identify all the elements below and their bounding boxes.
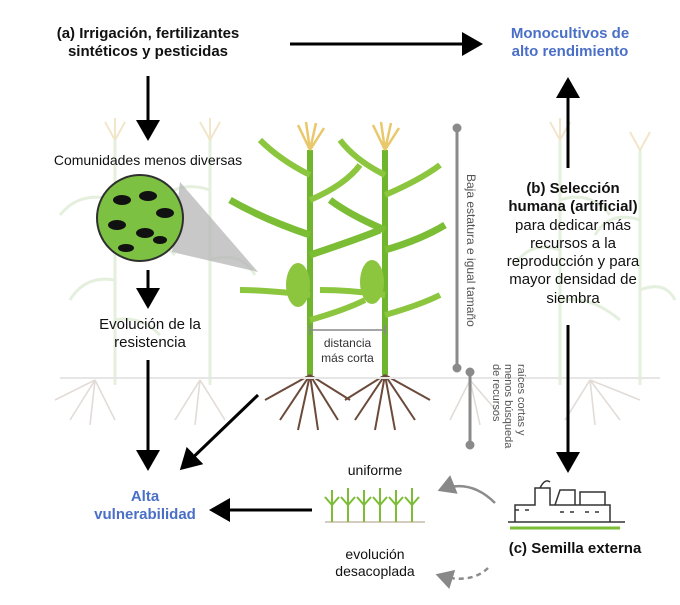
label-baja-estatura: Baja estatura e igual tamaño: [464, 174, 478, 327]
label-b-desc-2: recursos a la: [530, 234, 616, 252]
label-b-line2: humana (artificial): [508, 198, 638, 216]
insect-circle-icon: [96, 174, 184, 262]
label-raices-line2: menos búsqueda: [502, 364, 515, 449]
label-monocultivos-line2: alto rendimiento: [511, 43, 629, 61]
seedling-row-icon: [324, 488, 425, 523]
label-b: (b) Selección humana (artificial) para d…: [488, 180, 658, 308]
label-monocultivos: Monocultivos de alto rendimiento: [490, 25, 650, 62]
label-distancia-line2: más corta: [321, 350, 374, 365]
label-uniforme: uniforme: [347, 462, 403, 478]
label-b-desc-1: para dedicar más: [515, 216, 631, 234]
main-roots: [264, 374, 431, 431]
corn-plant-icon: [228, 121, 382, 375]
label-monocultivos-line1: Monocultivos de: [510, 25, 630, 42]
label-c-semilla-externa: (c) Semilla externa: [508, 540, 642, 557]
label-alta-line1: Alta: [130, 488, 160, 505]
background-roots: [54, 379, 641, 426]
label-b-desc-3: reproducción y para: [506, 253, 640, 271]
label-evolucion-desacoplada-line1: evolución: [345, 546, 405, 562]
label-alta-vulnerabilidad: Alta vulnerabilidad: [70, 488, 220, 525]
label-raices-line3: de recursos: [489, 364, 502, 422]
label-evolucion-resistencia: Evolución de la resistencia: [70, 316, 230, 353]
background-faded-plants: [58, 140, 677, 385]
factory-icon: [508, 480, 625, 530]
label-alta-line2: vulnerabilidad: [94, 506, 196, 524]
label-a-line2: sintéticos y pesticidas: [67, 43, 229, 61]
root-scale-bar: [465, 367, 475, 450]
label-evolucion-line1: Evolución de la: [99, 316, 201, 333]
label-distancia-line1: distancia: [323, 336, 372, 350]
label-b-desc-5: siembra: [546, 289, 600, 307]
label-b-desc-4: mayor densidad de: [509, 271, 637, 289]
insect-zoom: [96, 174, 258, 272]
label-evolucion-desacoplada: evolución desacoplada: [320, 546, 430, 580]
label-raices-line1: raíces cortas y: [515, 364, 527, 436]
corn-plant-icon: [319, 121, 447, 375]
label-evolucion-desacoplada-line2: desacoplada: [335, 563, 415, 580]
curved-arrows: [435, 475, 496, 590]
height-scale-bar: [452, 123, 462, 373]
flow-arrows: [136, 32, 580, 522]
label-a-line1: (a) Irrigación, fertilizantes: [56, 25, 240, 42]
label-distancia: distancia más corta: [305, 336, 390, 365]
distance-bracket: [309, 325, 386, 335]
label-comunidades: Comunidades menos diversas: [53, 152, 243, 168]
label-b-line1: (b) Selección: [526, 180, 620, 197]
label-raices: raíces cortas y menos búsqueda de recurs…: [489, 364, 527, 448]
label-evolucion-line2: resistencia: [114, 334, 186, 352]
label-a: (a) Irrigación, fertilizantes sintéticos…: [32, 25, 264, 62]
